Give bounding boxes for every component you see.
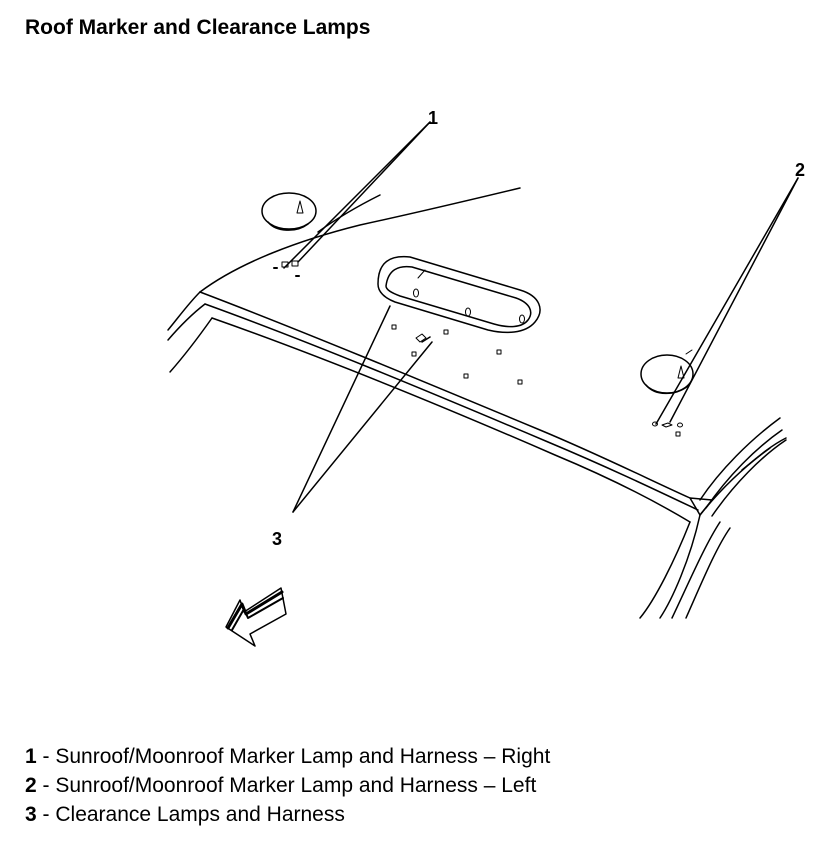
forward-direction-arrow — [225, 587, 287, 647]
legend-text: Sunroof/Moonroof Marker Lamp and Harness… — [55, 745, 551, 768]
vehicle-roof-outline — [167, 187, 787, 619]
callout-2: 2 — [795, 160, 805, 180]
legend-separator: - — [36, 803, 56, 826]
legend-number: 3 — [25, 803, 37, 826]
callout-1: 1 — [428, 108, 438, 128]
legend-text: Clearance Lamps and Harness — [55, 803, 345, 826]
legend: 1 - Sunroof/Moonroof Marker Lamp and Har… — [25, 742, 550, 829]
roof-lamp-diagram: 1 2 3 — [167, 108, 805, 647]
legend-item: 3 - Clearance Lamps and Harness — [25, 800, 550, 829]
page-title: Roof Marker and Clearance Lamps — [25, 16, 371, 39]
legend-item: 2 - Sunroof/Moonroof Marker Lamp and Har… — [25, 771, 550, 800]
legend-separator: - — [36, 774, 56, 797]
marker-lamp-right — [261, 192, 381, 277]
leader-lines — [283, 121, 799, 513]
clearance-lamp-housing — [377, 255, 541, 385]
legend-number: 2 — [25, 774, 37, 797]
legend-separator: - — [36, 745, 56, 768]
callout-3: 3 — [272, 529, 282, 549]
legend-item: 1 - Sunroof/Moonroof Marker Lamp and Har… — [25, 742, 550, 771]
legend-text: Sunroof/Moonroof Marker Lamp and Harness… — [55, 774, 537, 797]
legend-number: 1 — [25, 745, 37, 768]
